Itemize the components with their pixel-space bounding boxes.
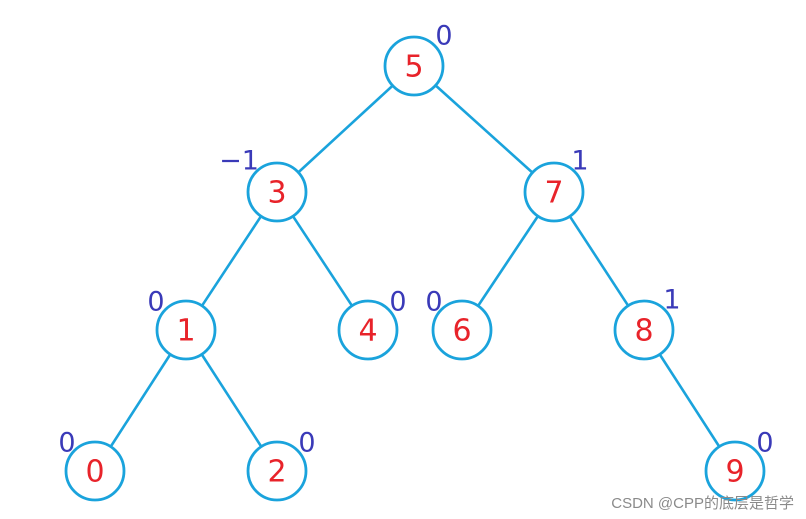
tree-node-3: 3 −1 [219,146,308,223]
node-circle [246,440,308,502]
edge-n5-n7 [434,84,534,174]
balance-factor-label: 0 [425,287,442,318]
edge-n3-n1 [200,215,263,307]
edge-n7-n6 [477,215,539,307]
tree-node-9: 90 [704,428,774,502]
node-key-label: 4 [358,314,377,349]
node-circle [704,440,766,502]
balance-factor-label: 1 [571,146,588,177]
balance-factor-label: 0 [58,428,75,459]
node-key-label: 6 [452,314,471,349]
node-key-label: 2 [267,455,286,490]
balance-factor-label: 0 [298,428,315,459]
node-circle [64,440,126,502]
edge-n1-n2 [200,353,263,448]
balance-factor-label: 0 [435,21,452,52]
balance-factor-label: 1 [663,285,680,316]
node-circle [613,299,675,361]
node-circle [431,299,493,361]
tree-node-8: 81 [613,285,681,361]
node-key-label: 8 [634,314,653,349]
node-circle [155,299,217,361]
node-key-label: 3 [267,176,286,211]
tree-node-5: 50 [383,21,453,97]
balance-factor-label: −1 [219,146,259,177]
tree-node-2: 20 [246,428,316,502]
balance-factor-label: 0 [147,287,164,318]
node-key-label: 1 [176,314,195,349]
watermark: CSDN @CPP的底层是哲学 [611,495,794,512]
edge-n7-n8 [568,215,630,307]
edge-n8-n9 [658,353,721,448]
node-key-label: 5 [404,50,423,85]
tree-node-0: 00 [58,428,126,502]
balance-factor-label: 0 [756,428,773,459]
tree-node-1: 10 [147,287,217,361]
node-key-label: 9 [725,455,744,490]
tree-node-7: 71 [523,146,589,223]
edges-layer [109,84,721,448]
node-circle [523,161,585,223]
edge-n3-n4 [291,215,354,307]
tree-node-4: 40 [337,287,407,361]
node-key-label: 0 [85,455,104,490]
node-circle [383,35,445,97]
balance-factor-label: 0 [389,287,406,318]
node-circle [337,299,399,361]
node-circle [246,161,308,223]
node-key-label: 7 [544,176,563,211]
tree-node-6: 60 [425,287,493,361]
edge-n1-n0 [109,353,172,448]
edge-n5-n3 [297,84,394,174]
